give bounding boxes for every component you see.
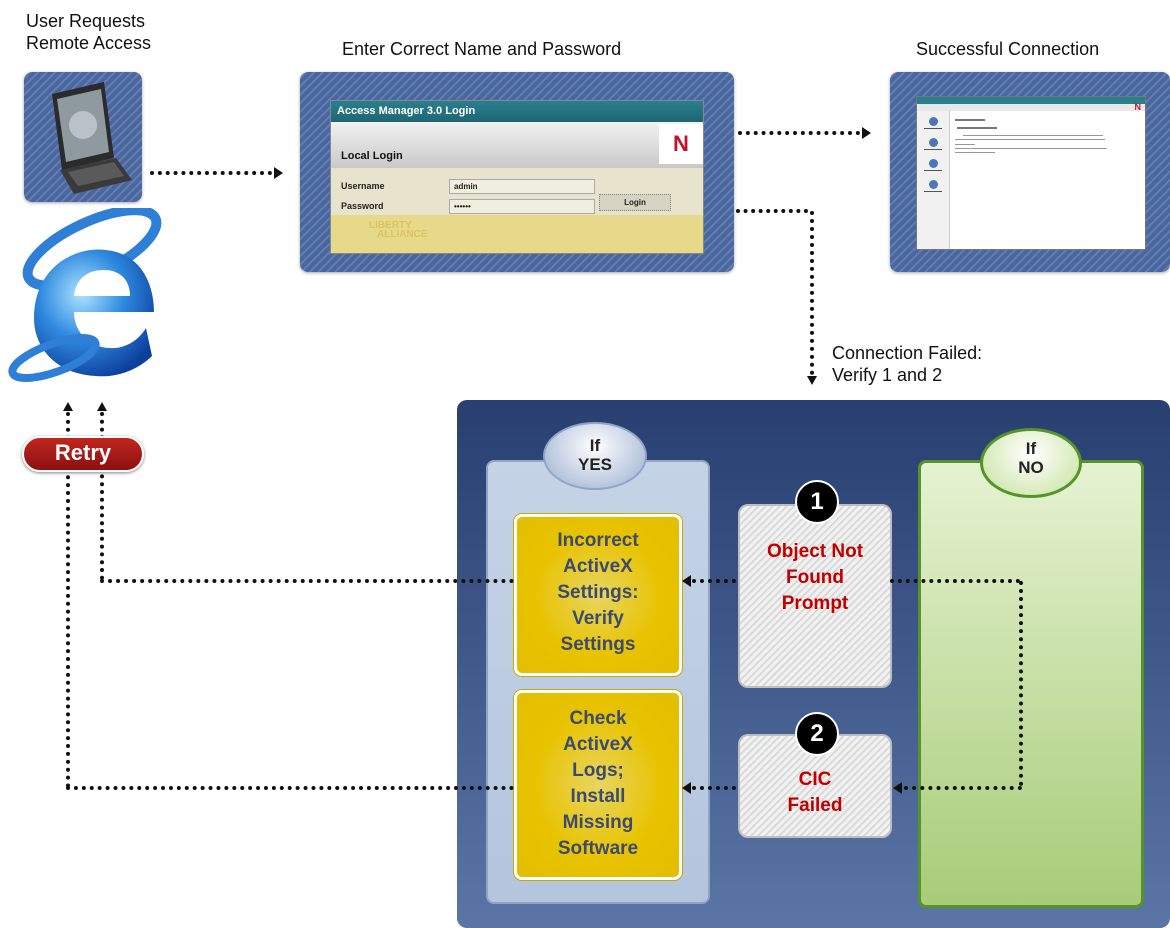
arrow-head-check2-yes (682, 782, 691, 794)
check-2-line1: CIC (798, 769, 832, 790)
login-window-title-text: Access Manager 3.0 Login (337, 105, 476, 117)
success-window-titlebar (917, 97, 1145, 104)
check-1-line2: Found (785, 567, 845, 588)
action-box-activex-settings: Incorrect ActiveX Settings: Verify Setti… (514, 514, 682, 676)
user-request-line1: User Requests (26, 11, 146, 31)
login-button[interactable]: Login (599, 194, 671, 211)
step-1-badge: 1 (795, 480, 839, 524)
liberty-alliance-logo: LIBERTY ALLIANCE (369, 220, 428, 240)
login-window: Access Manager 3.0 Login Local Login N U… (330, 100, 704, 254)
check-box-cic-failed: CIC Failed (738, 734, 892, 838)
no-path-bottom (904, 786, 1022, 790)
action-2-line4: Install (570, 786, 626, 807)
retry-badge: Retry (22, 436, 144, 472)
success-sidebar (917, 111, 950, 249)
arrow-check2-yes (692, 786, 736, 790)
success-tile: N (890, 72, 1170, 272)
action-1-line2: ActiveX (563, 556, 633, 577)
alliance-text: ALLIANCE (377, 229, 428, 240)
action-1-line4: Verify (572, 608, 624, 629)
retry-path-2-horizontal (66, 786, 514, 790)
username-label: Username (341, 181, 385, 191)
login-window-title: Access Manager 3.0 Login (331, 101, 703, 122)
successful-connection-label: Successful Connection (916, 39, 1100, 59)
action-2-line1: Check (569, 708, 627, 729)
check-box-object-not-found: Object Not Found Prompt (738, 504, 892, 688)
user-request-label: User Requests Remote Access (26, 10, 151, 54)
arrow-head-to-success (862, 127, 871, 139)
arrow-head-check1-yes (682, 575, 691, 587)
check-1-line3: Prompt (781, 593, 849, 614)
success-window: N (916, 96, 1146, 250)
novell-logo: N (659, 124, 703, 164)
retry-path-1-vertical (100, 412, 104, 580)
retry-path-2-vertical (66, 412, 70, 788)
arrow-head-to-login (274, 167, 283, 179)
no-column (918, 460, 1144, 908)
arrow-head-no-cic (893, 782, 902, 794)
connection-failed-label: Connection Failed: Verify 1 and 2 (832, 342, 982, 386)
action-2-line3: Logs; (572, 760, 624, 781)
step-2-badge: 2 (795, 712, 839, 756)
liberty-text: LIBERTY (369, 220, 412, 231)
password-label: Password (341, 201, 384, 211)
action-1-line5: Settings (560, 634, 636, 655)
laptop-tile (24, 72, 142, 202)
arrow-to-login (150, 171, 272, 175)
no-path-top (890, 579, 1020, 583)
action-2-line2: ActiveX (563, 734, 633, 755)
check-1-line1: Object Not (766, 541, 864, 562)
enter-credentials-label: Enter Correct Name and Password (342, 39, 622, 59)
arrow-check1-yes (692, 579, 736, 583)
laptop-icon (52, 82, 132, 194)
login-window-band: Local Login N (331, 122, 703, 168)
action-2-line5: Missing (562, 812, 634, 833)
user-request-line2: Remote Access (26, 33, 152, 53)
internet-explorer-icon (4, 205, 172, 398)
if-yes-line2: YES (577, 455, 613, 474)
arrow-to-success (738, 131, 860, 135)
action-1-line1: Incorrect (557, 530, 639, 551)
connection-failed-line2: Verify 1 and 2 (832, 365, 943, 385)
action-1-line3: Settings: (557, 582, 639, 603)
no-path-vertical (1019, 581, 1023, 786)
connection-failed-line1: Connection Failed: (832, 343, 983, 363)
retry-arrow-head-2 (63, 402, 73, 411)
password-field[interactable]: •••••• (449, 199, 595, 214)
if-no-line2: NO (1018, 458, 1044, 477)
if-yes-line1: If (589, 436, 601, 455)
if-no-oval: If NO (980, 428, 1082, 498)
username-field[interactable]: admin (449, 179, 595, 194)
liberty-alliance-footer: LIBERTY ALLIANCE (331, 215, 703, 253)
success-window-toolbar: N (917, 102, 1145, 112)
novell-logo-small: N (1134, 102, 1142, 112)
if-no-line1: If (1025, 439, 1037, 458)
if-yes-oval: If YES (543, 422, 647, 490)
failure-path-vertical (810, 211, 814, 375)
action-box-activex-logs: Check ActiveX Logs; Install Missing Soft… (514, 690, 682, 880)
failure-arrow-head (807, 376, 817, 385)
action-2-line6: Software (557, 838, 639, 859)
retry-path-1-horizontal (100, 579, 514, 583)
login-tile: Access Manager 3.0 Login Local Login N U… (300, 72, 734, 272)
retry-arrow-head-1 (97, 402, 107, 411)
failure-path-horizontal (736, 209, 808, 213)
check-2-line2: Failed (787, 795, 843, 816)
local-login-heading: Local Login (341, 150, 403, 162)
